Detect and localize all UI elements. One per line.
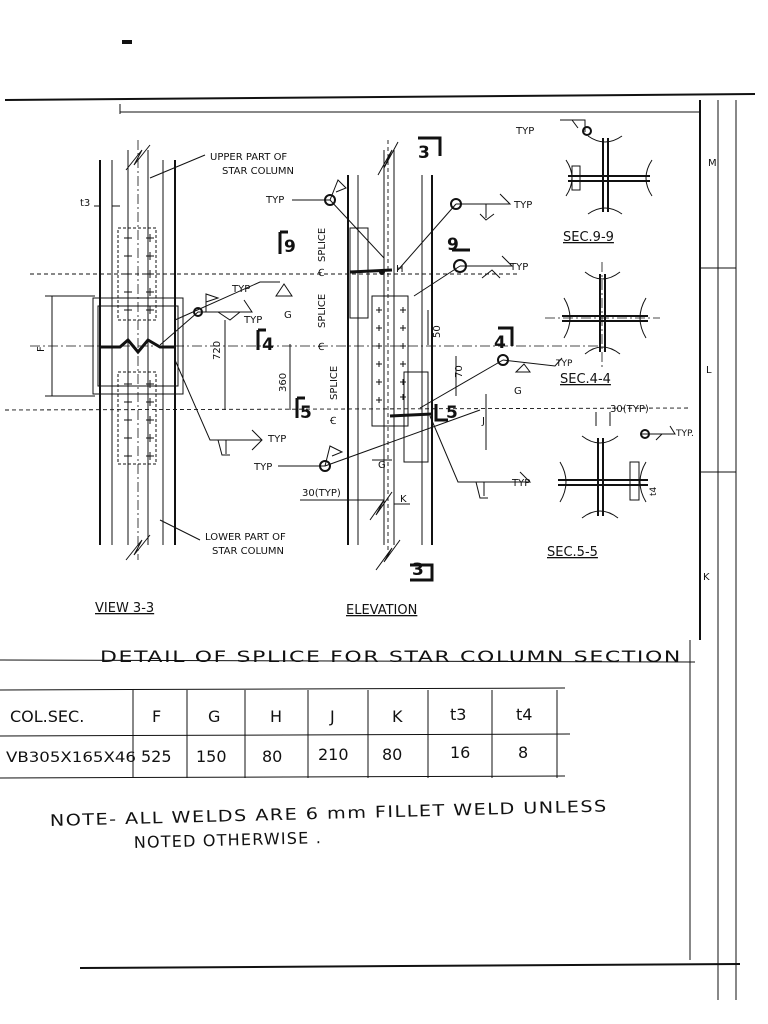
table-cell-k: 80 [382, 745, 402, 764]
dim-70: 70 [454, 365, 465, 378]
t4-label: t4 [649, 486, 659, 496]
weld-typ-sec5: TYP. [675, 429, 694, 439]
section-mark-5-right: 5 [446, 403, 458, 423]
grid-letter-k: K [703, 572, 710, 583]
table-header-h: H [270, 707, 282, 726]
section-mark-3-bottom: 3 [412, 560, 424, 580]
table-cell-f: 525 [141, 747, 172, 766]
table-header-g: G [208, 707, 220, 726]
weld-g-2: G [514, 386, 522, 397]
elevation-title: ELEVATION [346, 603, 417, 618]
sec-5-5-title: SEC.5-5 [547, 545, 598, 560]
table-header-j: J [329, 707, 335, 726]
centerline-2: Ꞓ [317, 342, 325, 353]
dim-720: 720 [212, 341, 223, 360]
grid-letter-l: L [706, 365, 712, 376]
table-cell-t4: 8 [518, 743, 528, 762]
sheet-border [0, 40, 756, 1000]
dim-30typ-sec5: 30(TYP) [610, 404, 649, 415]
weld-typ-8: TYP [511, 478, 530, 489]
table-header-col-sec: COL.SEC. [10, 707, 84, 726]
table-cell-j: 210 [318, 745, 349, 764]
centerline-3: Ꞓ [329, 416, 337, 427]
note-line-2: NOTED OTHERWISE . [134, 828, 323, 852]
table-header-f: F [152, 707, 161, 726]
section-mark-9-left: 9 [284, 237, 296, 257]
view-3-3-drawing [45, 140, 293, 561]
weld-typ-1: TYP [231, 284, 250, 295]
splice-label-2: SPLICE [317, 294, 328, 328]
weld-typ-sec9: TYP [515, 126, 534, 137]
table-cell-col-sec: VB305X165X46 [6, 750, 136, 766]
dim-360: 360 [278, 373, 289, 392]
f-dim-label: F [36, 346, 47, 352]
table-cell-t3: 16 [450, 743, 470, 762]
section-mark-5-left: 5 [300, 403, 312, 423]
elevation-drawing [256, 136, 563, 582]
splice-label-3: SPLICE [329, 366, 340, 400]
table-header-k: K [392, 707, 403, 726]
section-mark-9-right: 9 [447, 235, 459, 255]
grid-letter-m: M [708, 158, 717, 169]
view-3-3-title: VIEW 3-3 [95, 601, 154, 616]
dim-50: 50 [432, 325, 443, 338]
lower-part-label-2: STAR COLUMN [212, 546, 284, 557]
section-mark-4-left: 4 [262, 335, 274, 355]
dim-30typ-elev: 30(TYP) [302, 488, 341, 499]
upper-part-label-1: UPPER PART OF [210, 152, 287, 163]
weld-typ-9: TYP [555, 359, 573, 369]
detail-title: DETAIL OF SPLICE FOR STAR COLUMN SECTION [100, 647, 682, 666]
table-header-t4: t4 [516, 705, 532, 724]
sec-9-9-title: SEC.9-9 [563, 230, 614, 245]
k-label: K [400, 494, 407, 505]
j-label: J [481, 416, 485, 427]
splice-label-1: SPLICE [317, 228, 328, 262]
t3-label: t3 [80, 198, 90, 209]
section-9-9-drawing [560, 119, 653, 215]
section-mark-3-top: 3 [418, 143, 430, 163]
reference-line-bottom [4, 407, 691, 411]
weld-typ-5: TYP [513, 200, 532, 211]
sec-4-4-title: SEC.4-4 [560, 372, 611, 387]
weld-typ-7: TYP [253, 462, 272, 473]
section-mark-4-right: 4 [494, 333, 506, 353]
dimension-table-grid [0, 687, 571, 779]
h-label: H [396, 264, 404, 275]
section-5-5-drawing [558, 412, 676, 519]
weld-typ-4: TYP [265, 195, 284, 206]
section-4-4-drawing [545, 262, 660, 368]
weld-g-1: G [284, 310, 292, 321]
centerline-1: Ꞓ [317, 268, 325, 279]
note-line-1: NOTE- ALL WELDS ARE 6 mm FILLET WELD UNL… [50, 796, 608, 830]
table-cell-h: 80 [262, 747, 282, 766]
g-label-elev: G [378, 460, 386, 471]
upper-part-label-2: STAR COLUMN [222, 166, 294, 177]
weld-typ-2: TYP [243, 315, 262, 326]
lower-part-label-1: LOWER PART OF [205, 532, 286, 543]
weld-typ-6: TYP [509, 262, 528, 273]
weld-typ-3: TYP [267, 434, 286, 445]
table-cell-g: 150 [196, 747, 227, 766]
table-header-t3: t3 [450, 705, 466, 724]
